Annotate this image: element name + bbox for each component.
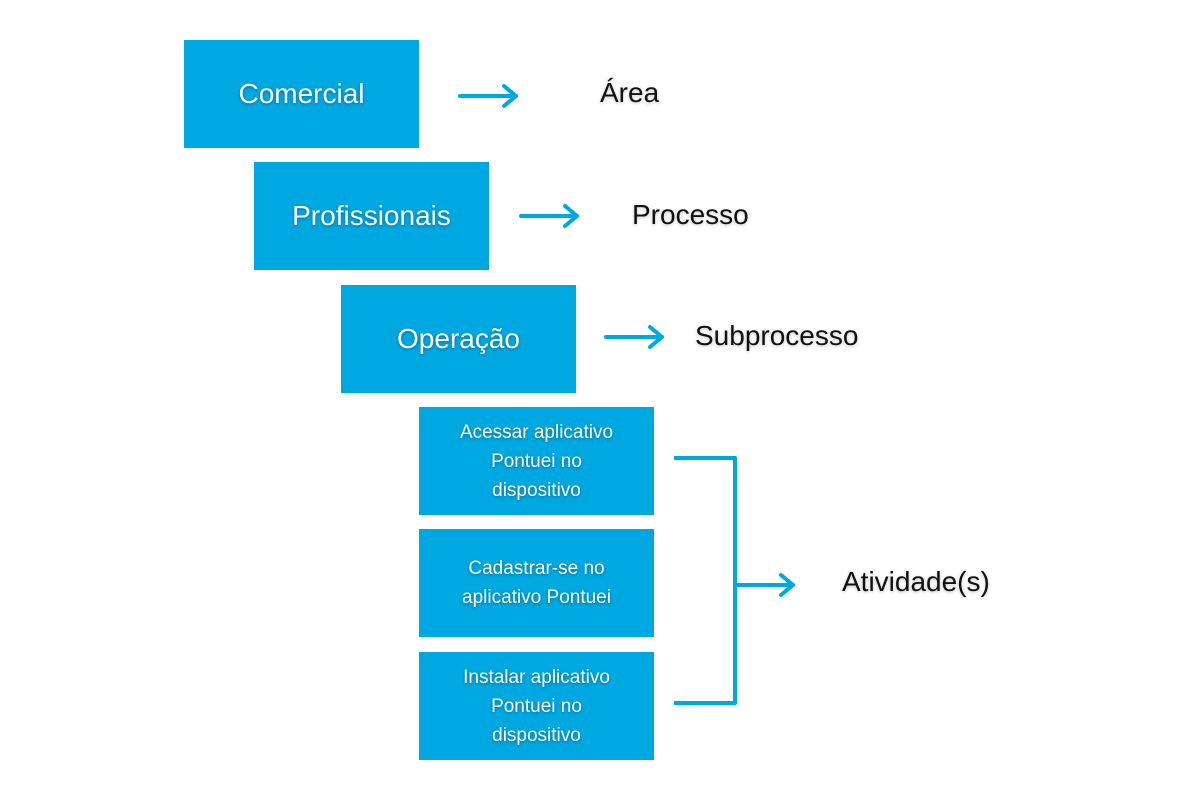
activity-text: Cadastrar-se no aplicativo Pontuei <box>462 558 611 608</box>
arrow-icon <box>519 204 579 228</box>
bracket-connector <box>674 456 795 705</box>
subprocess-box-text: Operação <box>397 323 520 354</box>
activity-text: Instalar aplicativo Pontuei no dispositi… <box>463 666 610 746</box>
process-label: Processo <box>632 199 749 230</box>
process-box-text: Profissionais <box>292 200 451 231</box>
arrow-icon <box>604 325 664 349</box>
activity-box: Acessar aplicativo Pontuei no dispositiv… <box>419 407 654 515</box>
activities-label: Atividade(s) <box>842 566 990 597</box>
subprocess-label: Subprocesso <box>695 320 859 351</box>
process-box: Profissionais <box>254 162 489 270</box>
subprocess-box: Operação <box>341 285 576 393</box>
activity-box: Cadastrar-se no aplicativo Pontuei <box>419 529 654 637</box>
activity-text: Acessar aplicativo Pontuei no dispositiv… <box>459 421 614 501</box>
activity-box: Instalar aplicativo Pontuei no dispositi… <box>419 652 654 760</box>
arrow-icon <box>458 84 518 108</box>
area-box-text: Comercial <box>238 78 365 109</box>
area-label: Área <box>600 77 660 108</box>
area-box: Comercial <box>184 40 419 148</box>
